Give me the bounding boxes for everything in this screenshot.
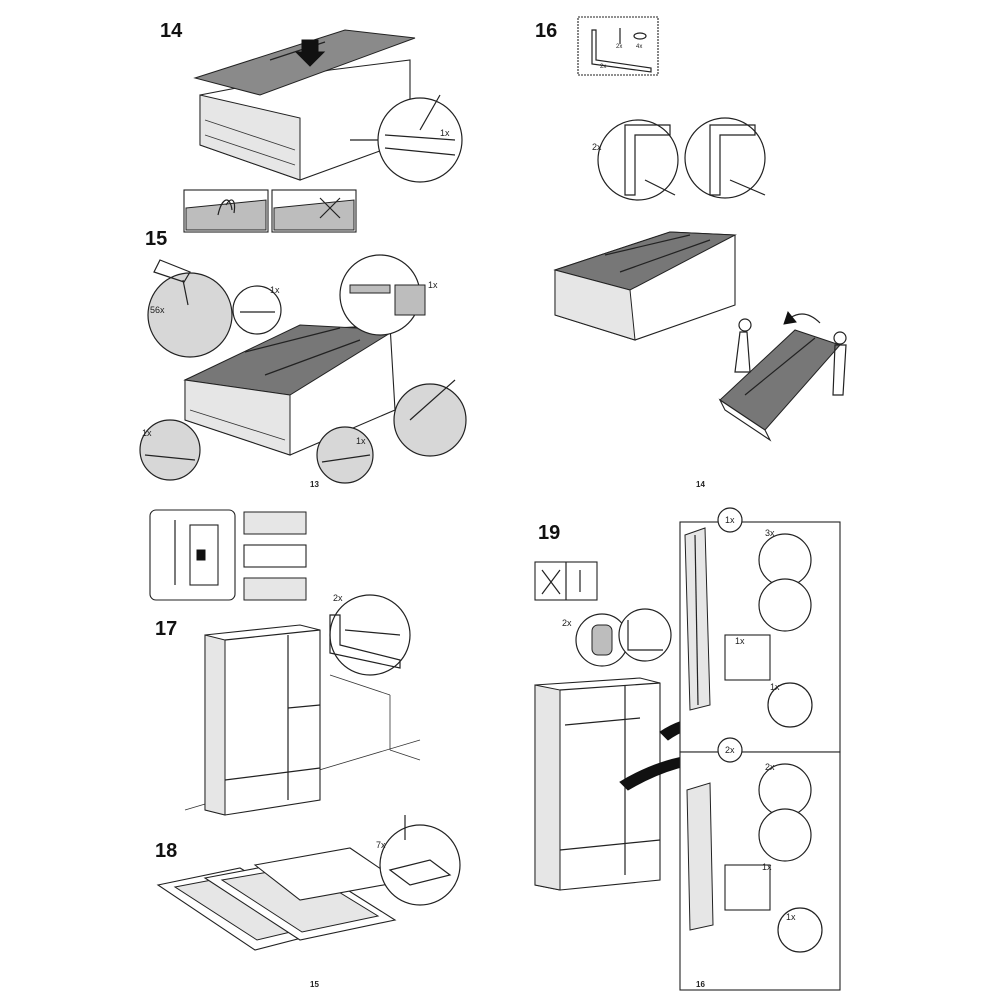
quantity-label: 1x (142, 428, 152, 438)
manual-page-15: 17 2x 18 7x 15 (0, 500, 500, 1000)
quantity-label: 1x (440, 128, 450, 138)
step-17-18-illustrations (149, 509, 461, 951)
step-number: 16 (535, 20, 558, 42)
manual-page-14: 16 2x 4x 2x 2x 14 (500, 0, 1000, 500)
quantity-label: 1x (762, 862, 772, 872)
step-14-15-illustrations (139, 29, 467, 484)
quantity-label: 1x (725, 515, 735, 525)
step-number: 19 (538, 522, 561, 544)
page-number: 15 (310, 980, 319, 989)
quantity-label: 2x (562, 618, 572, 628)
quantity-label: 2x (592, 142, 602, 152)
part-quantity: 2x (600, 64, 607, 70)
quantity-label: 3x (765, 528, 775, 538)
part-quantity: 4x (636, 44, 643, 50)
quantity-label: 1x (735, 636, 745, 646)
page-number: 13 (310, 480, 319, 489)
step-number: 15 (145, 228, 168, 250)
quantity-label: 2x (725, 745, 735, 755)
manual-page-16: 19 2x 1x 3x 1x 1x 2x 2x 1x 1x 16 (500, 500, 1000, 1000)
quantity-label: 1x (770, 682, 780, 692)
step-16-illustrations (553, 16, 847, 442)
part-quantity: 2x (616, 44, 623, 50)
quantity-label: 2x (765, 762, 775, 772)
quantity-label: 56x (150, 305, 165, 315)
manual-page-13: 14 1x 15 56x 1x 1x 1x 1x 13 (0, 0, 500, 500)
page-number: 14 (696, 480, 705, 489)
quantity-label: 1x (270, 285, 280, 295)
quantity-label: 1x (356, 436, 366, 446)
quantity-label: 1x (786, 912, 796, 922)
page-number: 16 (696, 980, 705, 989)
quantity-label: 1x (428, 280, 438, 290)
step-19-illustrations (534, 507, 841, 991)
step-number: 17 (155, 618, 178, 640)
quantity-label: 7x (376, 840, 386, 850)
step-number: 18 (155, 840, 178, 862)
step-number: 14 (160, 20, 183, 42)
quantity-label: 2x (333, 593, 343, 603)
